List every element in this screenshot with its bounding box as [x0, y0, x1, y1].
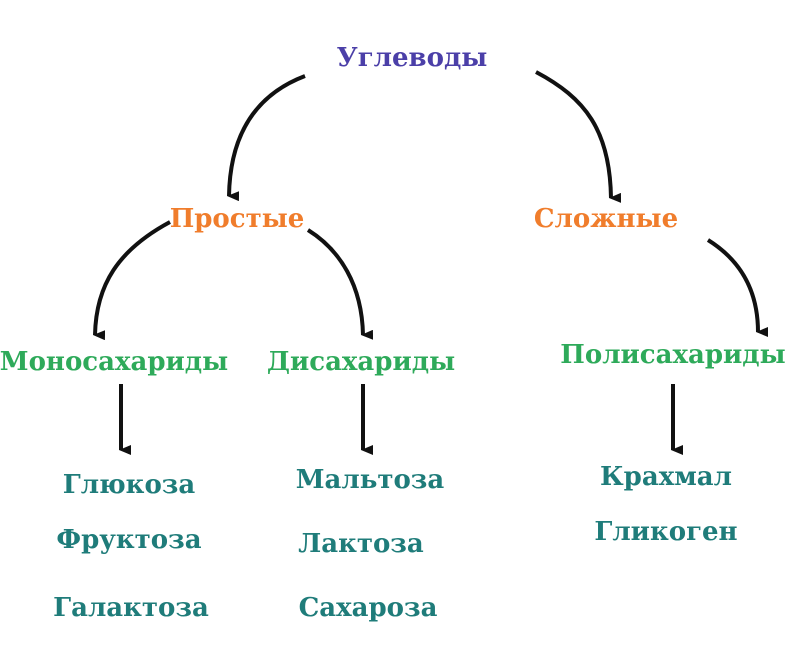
node-simple: Простые [169, 204, 305, 234]
arrow-root-to-complex [535, 70, 622, 203]
node-monosaccharides: Моносахариды [0, 347, 229, 377]
leaf-glucose: Глюкоза [62, 470, 196, 500]
arrow-complex-to-poly [706, 238, 769, 337]
node-carbohydrates: Углеводы [336, 43, 488, 73]
leaf-lactose: Лактоза [298, 529, 424, 559]
node-complex: Сложные [533, 204, 679, 234]
arrow-root-to-simple [227, 74, 306, 202]
leaf-galactose: Галактоза [53, 593, 209, 623]
arrow-simple-to-mono [93, 220, 171, 341]
leaf-starch: Крахмал [600, 462, 732, 492]
leaf-glycogen: Гликоген [594, 517, 738, 547]
leaf-fructose: Фруктоза [56, 525, 202, 555]
leaf-sucrose: Сахароза [298, 593, 438, 623]
node-disaccharides: Дисахариды [266, 347, 456, 377]
leaf-maltose: Мальтоза [295, 465, 445, 495]
node-polysaccharides: Полисахариды [560, 340, 786, 370]
arrow-simple-to-di [306, 228, 374, 340]
